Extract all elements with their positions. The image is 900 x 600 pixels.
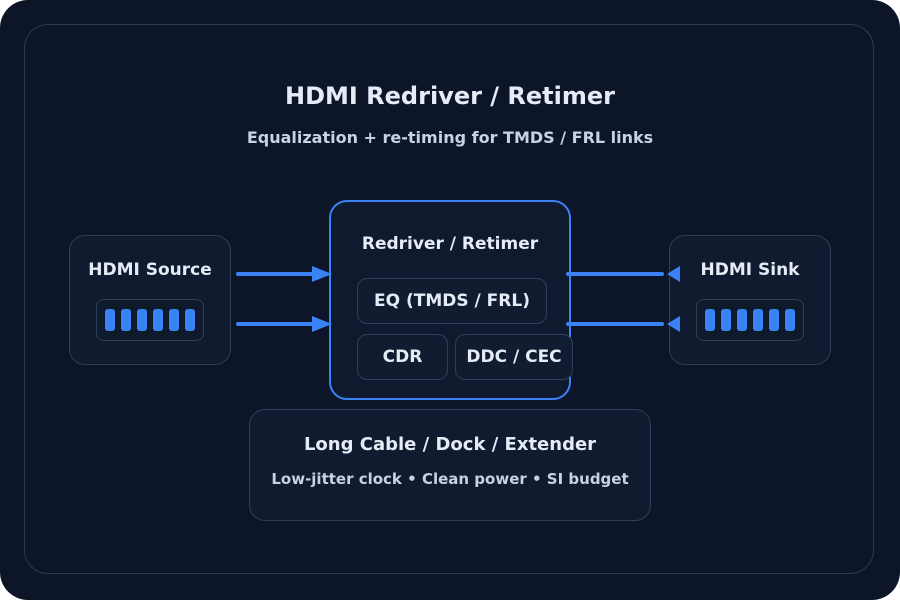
hdmi-connector-icon: [696, 299, 804, 341]
chip-to-sink-link-bottom: [566, 316, 680, 332]
context-box: Long Cable / Dock / Extender Low-jitter …: [249, 409, 651, 521]
arrow-right-icon: [312, 316, 332, 332]
source-to-chip-link-bottom: [236, 316, 332, 332]
context-title: Long Cable / Dock / Extender: [303, 434, 597, 455]
connector-pin: [721, 309, 731, 331]
connector-pin: [785, 309, 795, 331]
connector-pin: [753, 309, 763, 331]
connector-pin: [769, 309, 779, 331]
arrow-right-icon: [312, 266, 332, 282]
hdmi-connector-icon: [96, 299, 204, 341]
hdmi-sink-box: HDMI Sink: [669, 235, 831, 365]
hdmi-source-label: HDMI Source: [88, 260, 212, 280]
connector-pin: [737, 309, 747, 331]
eq-block: EQ (TMDS / FRL): [357, 278, 547, 324]
chip-label: Redriver / Retimer: [361, 234, 539, 254]
connector-pin: [105, 309, 115, 331]
connector-pin: [153, 309, 163, 331]
hdmi-source-box: HDMI Source: [69, 235, 231, 365]
arrow-left-icon: [667, 316, 680, 332]
hdmi-sink-label: HDMI Sink: [700, 260, 800, 280]
diagram-title: HDMI Redriver / Retimer: [285, 82, 615, 110]
redriver-retimer-block: Redriver / Retimer EQ (TMDS / FRL) CDR D…: [329, 200, 573, 400]
connector-pin: [169, 309, 179, 331]
outer-frame: [24, 24, 874, 574]
context-notes: Low-jitter clock • Clean power • SI budg…: [271, 470, 629, 488]
connector-pin: [705, 309, 715, 331]
chip-to-sink-link-top: [566, 266, 680, 282]
connector-pin: [185, 309, 195, 331]
cdr-block: CDR: [357, 334, 448, 380]
diagram-subtitle: Equalization + re-timing for TMDS / FRL …: [246, 128, 654, 147]
source-to-chip-link-top: [236, 266, 332, 282]
connector-pin: [137, 309, 147, 331]
arrow-left-icon: [667, 266, 680, 282]
ddc-cec-block: DDC / CEC: [455, 334, 573, 380]
connector-pin: [121, 309, 131, 331]
